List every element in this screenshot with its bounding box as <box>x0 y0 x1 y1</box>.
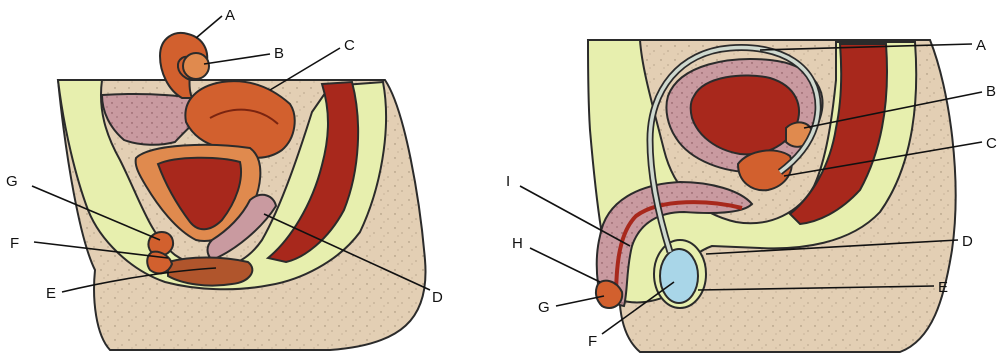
svg-text:D: D <box>962 233 973 250</box>
svg-text:F: F <box>10 235 19 252</box>
male-label-h: H <box>512 235 600 282</box>
svg-text:G: G <box>6 173 18 190</box>
female-figure <box>58 33 426 350</box>
svg-text:H: H <box>512 235 523 252</box>
svg-text:D: D <box>432 289 443 306</box>
female-label-b: B <box>204 45 284 64</box>
svg-text:C: C <box>986 135 997 152</box>
svg-text:B: B <box>274 45 284 62</box>
svg-text:G: G <box>538 299 550 316</box>
svg-text:E: E <box>938 279 948 296</box>
svg-text:F: F <box>588 333 597 350</box>
svg-text:I: I <box>506 173 510 190</box>
male-label-g: G <box>538 296 604 316</box>
male-testis <box>660 249 698 303</box>
female-ovary <box>183 53 209 79</box>
female-label-a: A <box>196 7 235 38</box>
svg-text:E: E <box>46 285 56 302</box>
svg-text:B: B <box>986 83 996 100</box>
svg-text:A: A <box>976 37 986 54</box>
svg-text:A: A <box>225 7 235 24</box>
svg-text:C: C <box>344 37 355 54</box>
